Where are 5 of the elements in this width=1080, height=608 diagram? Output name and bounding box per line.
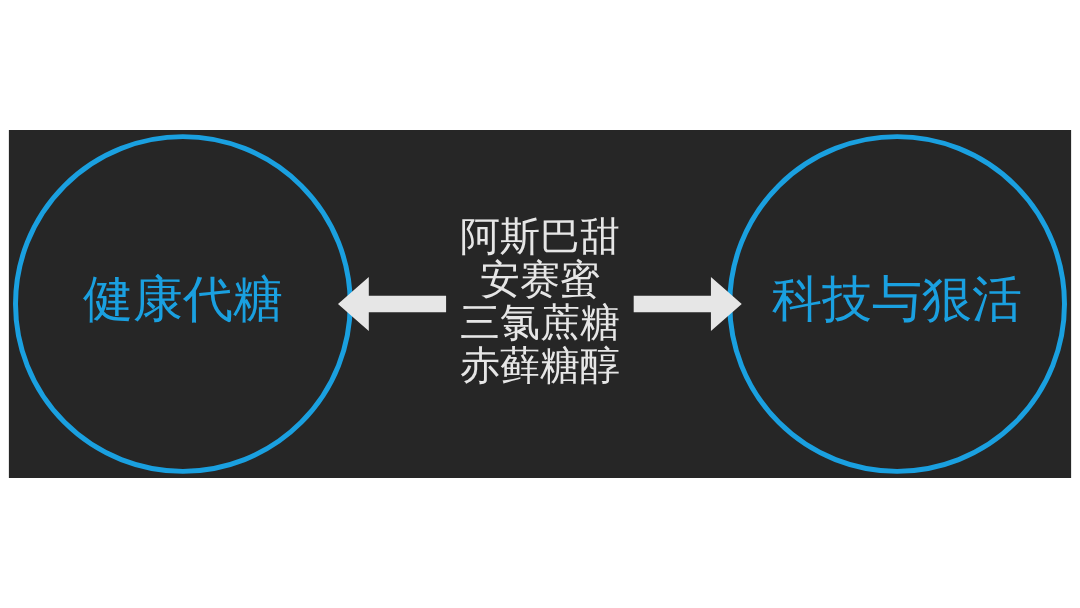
node-circle: 科技与狠活 <box>727 134 1067 474</box>
arrow <box>338 277 447 331</box>
node-text: 阿斯巴甜 安赛蜜 三氯蔗糖 赤藓糖醇 <box>460 212 620 388</box>
arrow <box>633 277 742 331</box>
node-circle: 健康代糖 <box>13 134 353 474</box>
